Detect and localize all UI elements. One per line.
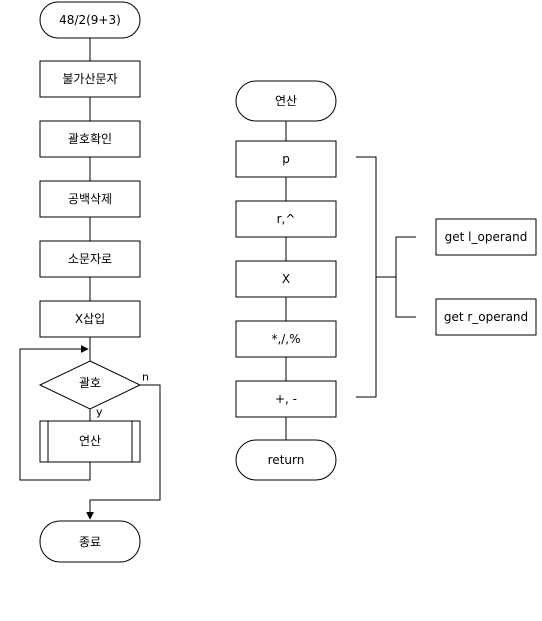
subprocess-label: 연산: [79, 434, 101, 448]
right-operand-label: get r_operand: [444, 310, 528, 324]
sub-step-4: *,/,%: [235, 320, 337, 358]
sub-end-label: return: [268, 453, 305, 467]
process-step-1: 불가산문자: [39, 60, 141, 98]
process-step-5: X삽입: [39, 300, 141, 338]
subprocess-box: 연산: [39, 420, 141, 463]
sub-end-terminal: return: [235, 439, 337, 481]
left-operand-box: get l_operand: [435, 218, 537, 256]
process-step-3: 공백삭제: [39, 180, 141, 218]
sub-start-label: 연산: [275, 94, 297, 108]
yes-branch-label: y: [96, 406, 103, 419]
sub-step-3: X: [235, 260, 337, 298]
step-5-label: X삽입: [75, 312, 105, 326]
sub-step-2-label: r,^: [277, 212, 296, 226]
sub-step-1-label: p: [282, 152, 290, 166]
no-branch-label: n: [142, 371, 149, 384]
sub-step-5-label: +, -: [275, 392, 297, 406]
process-step-2: 괄호확인: [39, 120, 141, 158]
step-2-label: 괄호확인: [68, 132, 112, 146]
step-3-label: 공백삭제: [68, 192, 112, 206]
sub-step-4-label: *,/,%: [271, 332, 300, 346]
process-step-4: 소문자로: [39, 240, 141, 278]
step-4-label: 소문자로: [68, 252, 112, 266]
sub-step-3-label: X: [282, 272, 290, 286]
start-label: 48/2(9+3): [59, 13, 121, 27]
sub-start-terminal: 연산: [235, 80, 337, 122]
end-label: 종료: [79, 535, 101, 549]
sub-step-1: p: [235, 140, 337, 178]
sub-step-5: +, -: [235, 380, 337, 418]
left-operand-label: get l_operand: [445, 230, 528, 244]
main-flow-connectors: [19, 38, 161, 520]
start-terminal: 48/2(9+3): [39, 1, 141, 39]
decision-label: 괄호: [79, 376, 101, 390]
decision-diamond: 괄호: [38, 360, 142, 410]
sub-step-2: r,^: [235, 200, 337, 238]
step-1-label: 불가산문자: [62, 72, 117, 86]
right-operand-box: get r_operand: [435, 298, 537, 336]
sub-flow-connectors: [285, 121, 416, 440]
end-terminal: 종료: [39, 520, 141, 563]
